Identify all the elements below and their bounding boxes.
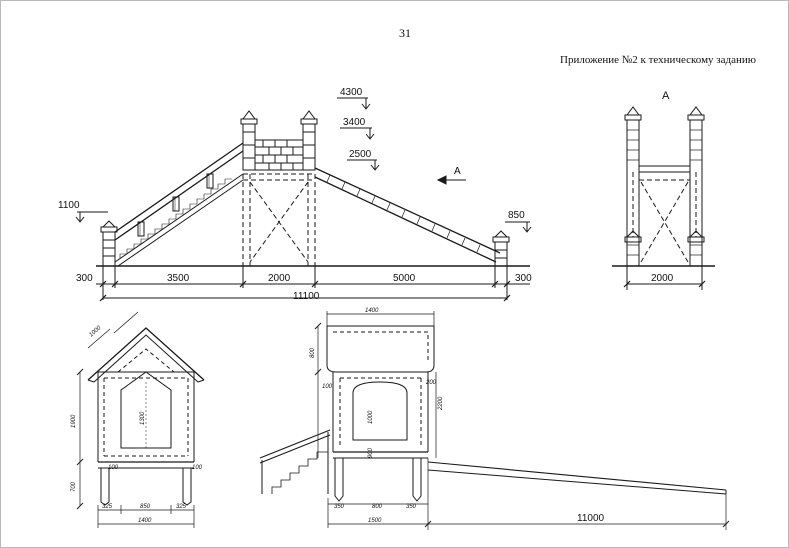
appendix-title: Приложение №2 к техническому заданию xyxy=(560,54,757,66)
front-dim-side-right: 100 xyxy=(192,465,203,471)
front-dim-inner: 1300 xyxy=(140,411,146,425)
side-dim-left-upper: 800 xyxy=(310,347,316,358)
side-dim-right-upper: 200 xyxy=(425,380,437,386)
dim-300-left: 300 xyxy=(76,273,93,284)
elevation-view: А 4300 3400 2500 xyxy=(58,87,532,302)
front-dim-upper: 1900 xyxy=(71,414,77,428)
side-dim-lower: 900 xyxy=(368,447,374,458)
svg-text:850: 850 xyxy=(508,210,525,221)
side-dim-top: 1400 xyxy=(365,308,379,314)
view-a-width: 2000 xyxy=(651,273,674,284)
front-view: 1000 1900 700 1300 100 100 325 850 325 1… xyxy=(71,311,205,528)
side-dim-total: 1500 xyxy=(368,518,382,524)
view-a: А xyxy=(612,90,715,290)
page-number: 31 xyxy=(399,26,411,40)
level-1100: 1100 xyxy=(58,200,108,223)
side-dim-b1: 350 xyxy=(334,504,345,510)
dim-3500: 3500 xyxy=(167,273,190,284)
svg-text:2500: 2500 xyxy=(349,149,372,160)
ramp-length: 11000 xyxy=(577,513,605,524)
dim-2000: 2000 xyxy=(268,273,291,284)
front-dim-b1: 325 xyxy=(102,504,113,510)
view-a-label: А xyxy=(662,90,670,102)
section-arrow-label: А xyxy=(454,166,461,177)
side-dim-b2: 800 xyxy=(372,504,383,510)
front-dim-lower: 700 xyxy=(71,481,77,492)
side-view: 11000 1400 800 200 2200 1000 900 100 350… xyxy=(259,308,730,530)
front-dim-b2: 850 xyxy=(140,504,151,510)
front-dim-top: 1000 xyxy=(88,325,103,339)
svg-text:4300: 4300 xyxy=(340,87,363,98)
level-850: 850 xyxy=(505,210,532,233)
front-dim-side-left: 100 xyxy=(108,465,119,471)
level-3400: 3400 xyxy=(340,117,375,140)
front-dim-b3: 325 xyxy=(176,504,187,510)
side-dim-b3: 350 xyxy=(406,504,417,510)
side-dim-small: 100 xyxy=(322,384,333,390)
level-2500: 2500 xyxy=(347,149,380,171)
svg-text:1100: 1100 xyxy=(58,200,80,211)
side-dim-inner: 1000 xyxy=(368,410,374,424)
dim-300-right: 300 xyxy=(515,273,532,284)
dim-5000: 5000 xyxy=(393,273,416,284)
front-dim-total: 1400 xyxy=(138,518,152,524)
dim-total-11100: 11100 xyxy=(293,291,320,302)
svg-text:3400: 3400 xyxy=(343,117,366,128)
level-4300: 4300 xyxy=(337,87,371,110)
side-dim-right-mid: 2200 xyxy=(438,396,444,411)
